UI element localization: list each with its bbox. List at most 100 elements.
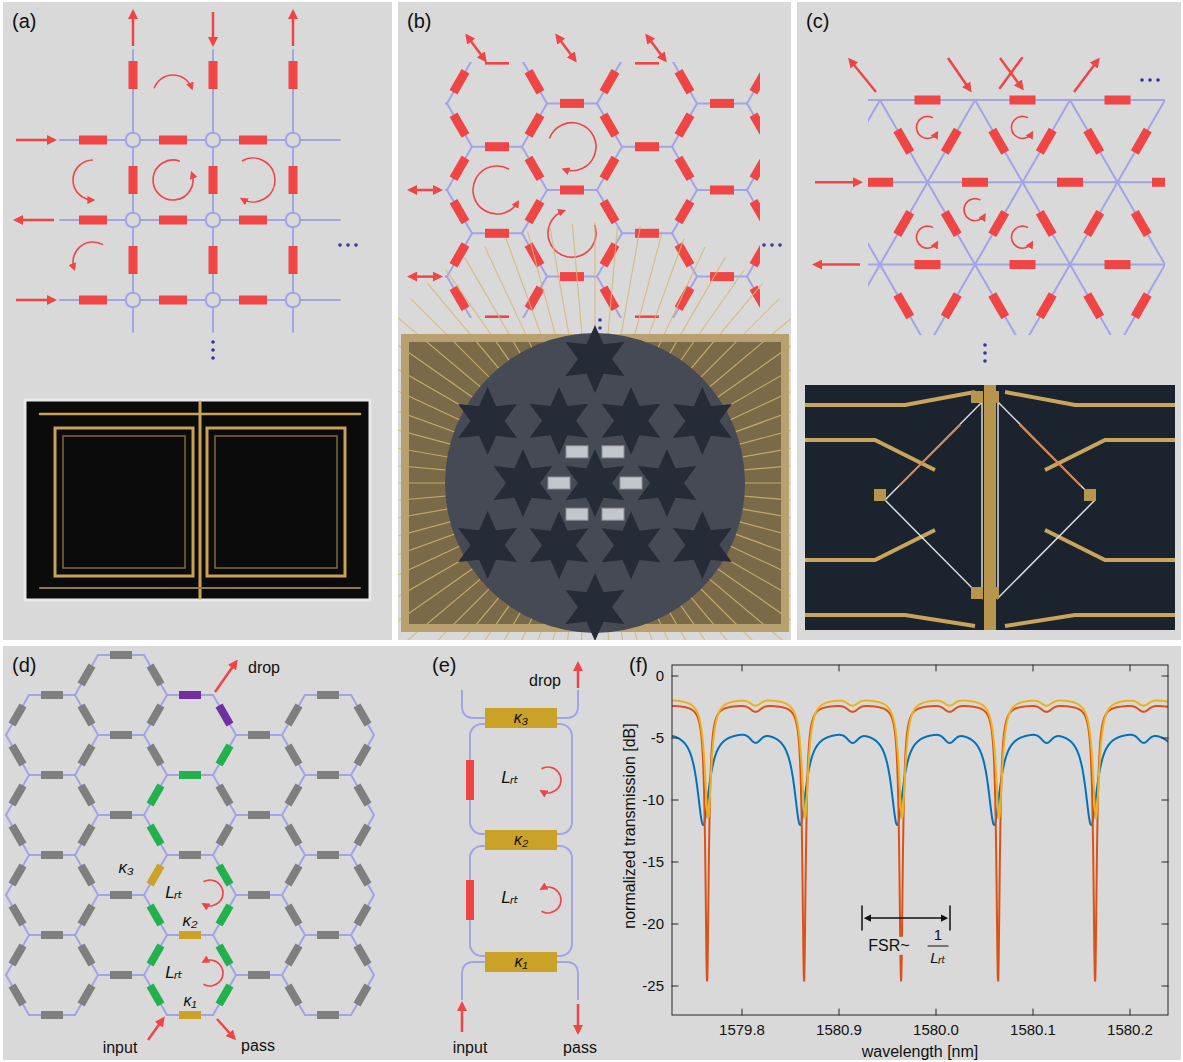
waveguide: [747, 62, 760, 103]
waveguide: [282, 975, 305, 1015]
coupler-element: [147, 783, 165, 806]
waveguide: [282, 855, 305, 895]
photo-heater: [602, 508, 624, 520]
coupler-element: [179, 771, 201, 779]
tick-mark: [936, 1009, 937, 1015]
coupler-element: [354, 903, 372, 926]
waveguide: [975, 182, 1023, 264]
coupler-element: [285, 943, 303, 966]
ellipsis-dot: [983, 359, 987, 363]
coupler-element: [1083, 292, 1104, 319]
coupler-element: [1010, 96, 1036, 105]
panel-letter: (d): [3, 646, 36, 677]
coupler-element: [1057, 178, 1083, 187]
port-arrow: [217, 1019, 234, 1038]
waveguide: [672, 190, 697, 233]
circulation-arrow: [964, 199, 985, 221]
waveguide: [144, 655, 167, 695]
photo-trace: [63, 436, 185, 568]
coupler-element: [9, 743, 27, 766]
coupler-element: [78, 663, 96, 686]
phase-shifter: [129, 246, 138, 274]
waveguide: [868, 100, 880, 182]
photo-star: [566, 449, 625, 517]
phase-shifter: [466, 880, 474, 920]
ring-waveguide: [470, 724, 572, 834]
coupler-element: [317, 1011, 339, 1019]
waveguide: [447, 62, 472, 103]
photo-ring: [885, 402, 982, 598]
length-label: Lᵣₜ: [501, 768, 519, 788]
port-arrow: [410, 275, 440, 278]
figure-panel: (f): [620, 646, 1181, 1060]
coupler-element: [41, 691, 63, 699]
waveguide: [144, 695, 167, 735]
waveguide-junction: [126, 293, 140, 307]
illustration: [16, 12, 370, 600]
waveguide: [868, 99, 880, 101]
tick-label: -10: [642, 791, 664, 808]
photo-heater: [620, 477, 642, 489]
waveguide: [213, 775, 236, 815]
ellipsis-dot: [762, 243, 766, 247]
phase-shifter: [239, 216, 267, 225]
phase-shifter: [289, 166, 298, 194]
port-arrow: [467, 36, 485, 60]
photo-star: [566, 573, 625, 640]
transmission-curve: [672, 700, 1168, 817]
waveguide: [213, 735, 236, 775]
fsr-bound: [949, 906, 951, 930]
photo-pad: [874, 489, 886, 501]
coupler-element: [450, 112, 470, 137]
tick-label: 1580.0: [913, 1021, 959, 1038]
coupler-element: [1131, 128, 1152, 155]
waveguide: [351, 855, 374, 895]
panel-illustration: [620, 646, 1181, 1060]
coupler-element: [147, 663, 165, 686]
ellipsis-dot: [598, 318, 602, 322]
coupler-element: [9, 823, 27, 846]
coupler-element: [485, 62, 509, 65]
photo-trace: [805, 440, 935, 470]
waveguide: [880, 265, 928, 335]
waveguide: [1023, 100, 1071, 182]
photo-trace: [1045, 530, 1175, 560]
coupler-element: [78, 863, 96, 886]
port-arrow: [212, 12, 215, 44]
lattice: [868, 96, 1165, 336]
coupler-element: [988, 292, 1009, 319]
tick-mark: [839, 1009, 840, 1015]
coupler-element: [485, 952, 557, 972]
ellipsis-dot: [983, 351, 987, 355]
waveguide: [1118, 182, 1166, 264]
waveguide: [144, 855, 167, 895]
panel-illustration: [3, 2, 392, 640]
waveguide: [351, 815, 374, 855]
coupler-element: [485, 315, 509, 318]
circulation-arrow: [153, 160, 193, 200]
waveguide: [144, 975, 167, 1015]
coupler-element: [1036, 292, 1057, 319]
tick-mark: [1162, 800, 1168, 801]
photo-star: [638, 449, 697, 517]
waveguide: [351, 735, 374, 775]
ellipsis-dot: [211, 348, 215, 352]
photo-star: [530, 511, 589, 579]
coupler-element: [1131, 210, 1152, 237]
waveguide: [1070, 182, 1118, 264]
waveguide-junction: [206, 293, 220, 307]
tick-mark: [1162, 738, 1168, 739]
coupler-element: [147, 743, 165, 766]
illustration: [398, 2, 791, 640]
length-label: Lᵣₜ: [501, 888, 519, 908]
coupler-element: [450, 199, 470, 224]
waveguide: [75, 815, 98, 855]
waveguide: [213, 815, 236, 855]
coupler-element: [78, 983, 96, 1006]
port-label: input: [103, 1039, 138, 1057]
coupler-element: [1010, 260, 1036, 269]
waveguide: [880, 182, 928, 264]
photo-star: [673, 387, 732, 455]
panel-letter: (e): [423, 646, 456, 677]
